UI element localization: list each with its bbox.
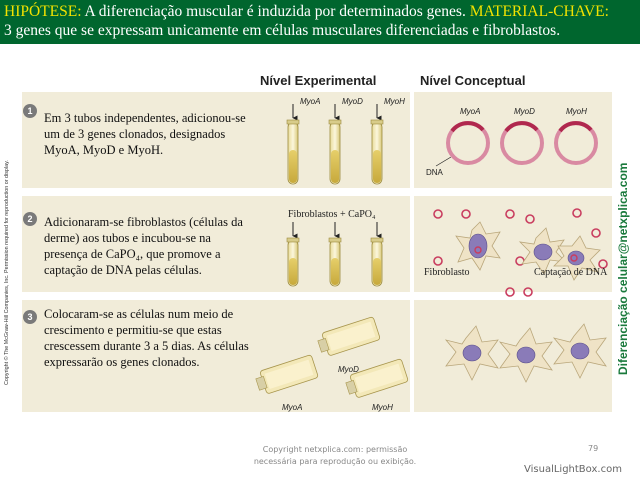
concept-label-myod: MyoD	[514, 107, 535, 116]
test-tube-icon	[370, 222, 384, 287]
step-3-divider	[410, 300, 414, 412]
fibroblast-cell-icon	[498, 327, 553, 383]
fibroblast-cell-icon	[444, 325, 499, 381]
tube-label-myoh: MyoH	[384, 97, 405, 106]
hypothesis-banner: HIPÓTESE: A diferenciação muscular é ind…	[0, 0, 640, 44]
watermark: VisualLightBox.com	[524, 464, 622, 475]
step-1-text: Em 3 tubos independentes, adicionou-se u…	[44, 111, 246, 157]
culture-flask-icon	[255, 354, 319, 394]
test-tube-icon	[286, 222, 300, 287]
concept-label-dna-uptake: Captação de DNA	[534, 267, 608, 278]
plasmid-icon	[505, 287, 515, 297]
plasmid-icon	[598, 259, 608, 269]
step-1-number: 1	[23, 104, 37, 118]
flask-label-myoa: MyoA	[282, 403, 302, 412]
plasmid-icon	[433, 209, 443, 219]
step-3-number: 3	[23, 310, 37, 324]
fibroblast-cell-icon	[552, 323, 607, 379]
test-tube-icon	[370, 104, 384, 185]
plasmid-icon	[446, 121, 490, 165]
hypothesis-label: HIPÓTESE:	[4, 3, 82, 20]
concept-label-myoa: MyoA	[460, 107, 480, 116]
plasmid-icon	[591, 228, 601, 238]
step-1-panel	[22, 92, 612, 188]
page-number: 79	[588, 444, 599, 453]
flask-label-myod: MyoD	[338, 365, 359, 374]
conceptual-heading: Nível Conceptual	[420, 73, 526, 88]
step-2-number: 2	[23, 212, 37, 226]
hypothesis-text: A diferenciação muscular é induzida por …	[81, 3, 466, 20]
step-2-divider	[410, 196, 414, 292]
concept-label-fibroblast: Fibroblasto	[424, 267, 470, 278]
step-1-tubes: MyoA MyoD MyoH	[286, 97, 405, 185]
step-1-divider	[410, 92, 414, 188]
step-3-cells	[444, 323, 607, 383]
plasmid-icon	[433, 256, 443, 266]
plasmid-icon	[554, 121, 598, 165]
step-1-plasmids: MyoA MyoD MyoH DNA	[426, 107, 598, 177]
plasmid-icon	[505, 209, 515, 219]
footer-line-2: necessária para reprodução ou exibição.	[253, 457, 417, 466]
material-label: MATERIAL-CHAVE:	[465, 3, 609, 20]
plasmid-icon	[500, 121, 544, 165]
culture-flask-icon	[345, 358, 409, 398]
test-tube-icon	[328, 222, 342, 287]
plasmid-icon	[461, 209, 471, 219]
dna-label: DNA	[426, 168, 444, 177]
plasmid-icon	[525, 214, 535, 224]
footer-line-1: Copyright netxplica.com: permissão	[262, 445, 408, 454]
test-tube-icon	[286, 104, 300, 185]
tube-label-myod: MyoD	[342, 97, 363, 106]
material-text: 3 genes que se expressam unicamente em c…	[4, 22, 561, 39]
banner-line-1: HIPÓTESE: A diferenciação muscular é ind…	[4, 3, 636, 21]
fibroblast-cell-icon	[553, 235, 601, 281]
reagent-label: Fibroblastos + CaPO₄	[288, 209, 376, 220]
plasmid-icon	[523, 287, 533, 297]
flask-label-myoh: MyoH	[372, 403, 393, 412]
fibroblast-cell-icon	[518, 227, 568, 275]
test-tube-icon	[328, 104, 342, 185]
footer-copyright: Copyright netxplica.com: permissão neces…	[210, 444, 460, 468]
experimental-heading: Nível Experimental	[260, 73, 377, 88]
step-2-text: Adicionaram-se fibroblastos (células da …	[44, 215, 243, 277]
fibroblast-cell-icon	[455, 221, 501, 271]
step-3-text: Colocaram-se as células num meio de cres…	[44, 307, 249, 369]
step-2-tubes: Fibroblastos + CaPO₄	[286, 209, 384, 287]
tube-label-myoa: MyoA	[300, 97, 320, 106]
concept-label-myoh: MyoH	[566, 107, 587, 116]
step-3-flasks: MyoD MyoA MyoH	[255, 316, 409, 412]
step-2-cells: Fibroblasto Captação de DNA	[424, 208, 608, 297]
culture-flask-icon	[317, 316, 381, 356]
plasmid-icon	[572, 208, 582, 218]
